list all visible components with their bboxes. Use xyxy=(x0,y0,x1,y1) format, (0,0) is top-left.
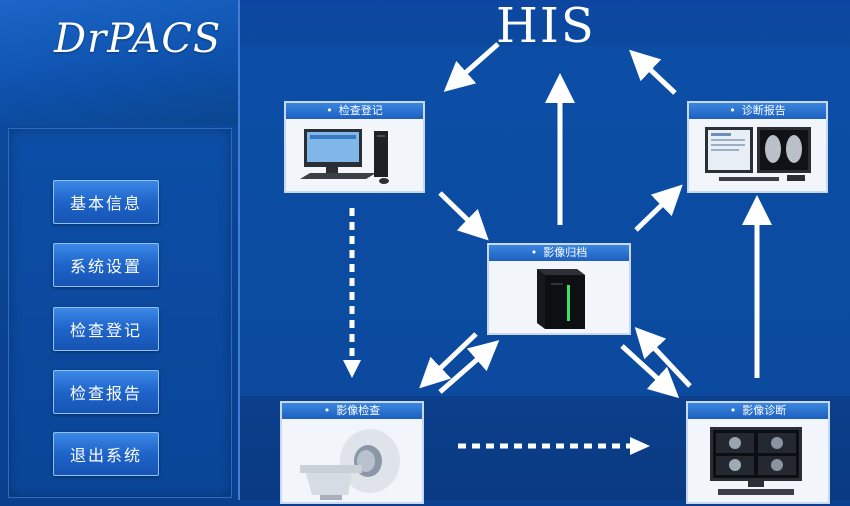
arrow-exam-to-archive xyxy=(438,340,500,394)
arrow-archive-to-report xyxy=(634,184,683,232)
arrow-registration-to-archive xyxy=(438,191,489,241)
node-imaging-exam-label: 影像检查 xyxy=(336,404,381,417)
server-icon xyxy=(537,269,585,329)
node-registration[interactable]: • 检查登记 xyxy=(284,101,425,193)
node-imaging-exam-title: • 影像检查 xyxy=(282,403,422,419)
arrowhead-exam-to-diagnosis xyxy=(630,437,650,455)
ct-scanner-icon xyxy=(300,429,400,500)
node-imaging-exam-body xyxy=(282,419,422,502)
arrow-archive-to-exam xyxy=(419,332,478,389)
computer-workstation-icon xyxy=(300,129,389,184)
node-registration-label: 检查登记 xyxy=(338,104,383,117)
bullet-icon: • xyxy=(729,104,736,117)
bullet-icon: • xyxy=(729,404,737,417)
sidebar: DrPACS 基本信息 系统设置 检查登记 检查报告 退出系统 xyxy=(0,0,240,500)
node-imaging-diagnosis[interactable]: • 影像诊断 xyxy=(686,401,830,504)
exam-report-button[interactable]: 检查报告 xyxy=(53,370,159,414)
arrow-diagnosis-to-archive xyxy=(634,327,692,388)
basic-info-button[interactable]: 基本信息 xyxy=(53,180,159,224)
arrow-report-to-his xyxy=(629,49,677,95)
arrow-his-to-registration xyxy=(443,42,500,92)
node-imaging-exam[interactable]: • 影像检查 xyxy=(280,401,424,504)
node-image-archive-label: 影像归档 xyxy=(543,246,588,259)
node-diagnosis-report-title: • 诊断报告 xyxy=(689,103,826,119)
arrow-archive-to-diagnosis xyxy=(620,344,680,399)
logo-band: DrPACS xyxy=(0,0,238,125)
node-image-archive-title: • 影像归档 xyxy=(489,245,629,261)
node-diagnosis-report-body xyxy=(689,119,826,191)
his-label: HIS xyxy=(496,0,596,54)
system-settings-button[interactable]: 系统设置 xyxy=(53,243,159,287)
node-image-archive[interactable]: • 影像归档 xyxy=(487,243,631,335)
node-registration-body xyxy=(286,119,423,191)
arrowhead-registration-to-exam xyxy=(343,360,361,378)
exit-system-button[interactable]: 退出系统 xyxy=(53,432,159,476)
node-image-archive-body xyxy=(489,261,629,333)
diagnosis-workstation-icon xyxy=(710,427,802,495)
node-imaging-diagnosis-title: • 影像诊断 xyxy=(688,403,828,419)
report-monitors-icon xyxy=(705,127,811,181)
bullet-icon: • xyxy=(323,404,331,417)
node-imaging-diagnosis-label: 影像诊断 xyxy=(742,404,787,417)
app-logo: DrPACS xyxy=(54,16,222,62)
node-diagnosis-report[interactable]: • 诊断报告 xyxy=(687,101,828,193)
node-diagnosis-report-label: 诊断报告 xyxy=(741,104,786,117)
exam-registration-button[interactable]: 检查登记 xyxy=(53,307,159,351)
top-band xyxy=(240,0,850,46)
node-registration-title: • 检查登记 xyxy=(286,103,423,119)
bullet-icon: • xyxy=(530,246,538,259)
bullet-icon: • xyxy=(326,104,333,117)
node-imaging-diagnosis-body xyxy=(688,419,828,502)
